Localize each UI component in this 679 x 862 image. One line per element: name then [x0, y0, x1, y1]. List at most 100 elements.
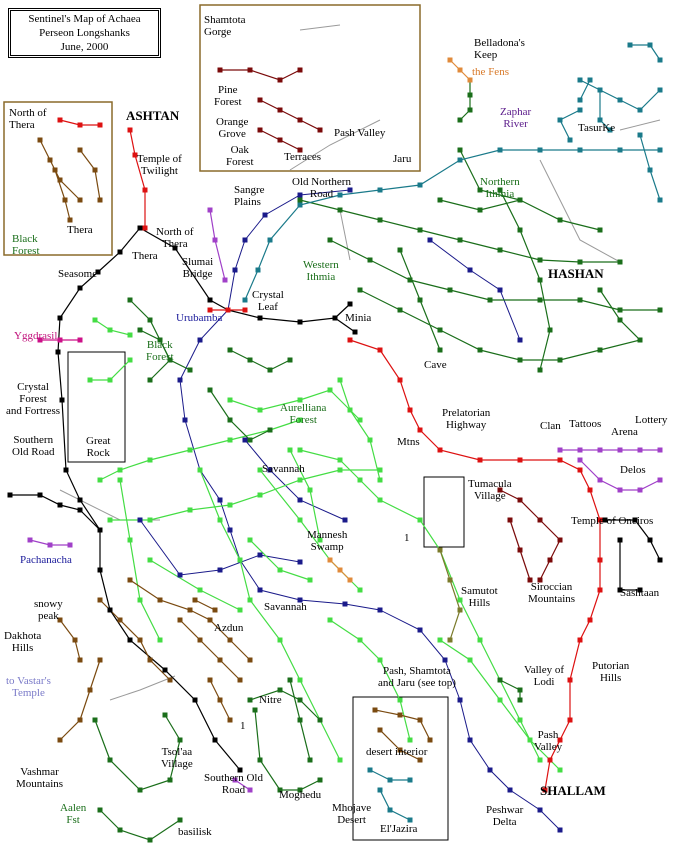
room-node: [557, 737, 563, 743]
room-node: [617, 259, 623, 265]
room-node: [477, 457, 483, 463]
label-desert-interior: desert interior: [366, 746, 428, 758]
room-node: [457, 157, 463, 163]
room-node: [237, 557, 243, 563]
room-node: [137, 225, 143, 231]
room-node: [217, 497, 223, 503]
room-node: [167, 357, 173, 363]
room-node: [57, 177, 63, 183]
room-node: [142, 225, 148, 231]
room-node: [117, 617, 123, 623]
room-node: [87, 377, 93, 383]
room-node: [242, 237, 248, 243]
room-node: [517, 457, 523, 463]
label-pash-valley: Pash Valley: [534, 729, 563, 753]
room-node: [657, 307, 663, 313]
room-node: [297, 717, 303, 723]
room-node: [297, 497, 303, 503]
room-node: [337, 207, 343, 213]
room-node: [117, 477, 123, 483]
room-node: [377, 607, 383, 613]
room-node: [147, 317, 153, 323]
room-node: [162, 712, 168, 718]
room-node: [177, 617, 183, 623]
room-node: [347, 577, 353, 583]
label-peshwar-delta: Peshwar Delta: [486, 804, 524, 828]
room-node: [377, 787, 383, 793]
room-node: [617, 587, 623, 593]
label-old-northern-road: Old Northern Road: [292, 176, 351, 200]
map-title-block: Sentinel's Map of Achaea Perseon Longsha…: [8, 8, 161, 58]
room-node: [127, 577, 133, 583]
room-node: [367, 437, 373, 443]
room-node: [342, 517, 348, 523]
label-clan: Clan: [540, 420, 561, 432]
room-node: [92, 317, 98, 323]
label-southern-old-road: Southern Old Road: [12, 434, 55, 458]
room-node: [567, 717, 573, 723]
room-node: [417, 757, 423, 763]
room-node: [537, 147, 543, 153]
room-node: [192, 697, 198, 703]
room-node: [337, 467, 343, 473]
room-node: [97, 567, 103, 573]
room-node: [617, 317, 623, 323]
room-node: [557, 827, 563, 833]
room-node: [37, 137, 43, 143]
inset-frame-shamtota: [199, 4, 421, 172]
room-node: [207, 307, 213, 313]
label-prelatorian-highway: Prelatorian Highway: [442, 407, 491, 431]
room-node: [237, 677, 243, 683]
room-node: [527, 737, 533, 743]
room-node: [407, 737, 413, 743]
room-node: [47, 157, 53, 163]
room-node: [517, 547, 523, 553]
label-belladonas-keep: Belladona's Keep: [474, 37, 525, 61]
room-node: [257, 127, 263, 133]
room-node: [297, 417, 303, 423]
room-node: [107, 377, 113, 383]
room-node: [227, 717, 233, 723]
label-crystal-leaf: Crystal Leaf: [252, 289, 284, 313]
room-node: [437, 637, 443, 643]
room-node: [287, 357, 293, 363]
label-black-forest: Black Forest: [146, 339, 174, 363]
room-node: [157, 337, 163, 343]
room-node: [187, 447, 193, 453]
room-node: [317, 777, 323, 783]
room-node: [437, 547, 443, 553]
room-node: [417, 627, 423, 633]
room-node: [107, 517, 113, 523]
room-node: [517, 227, 523, 233]
room-node: [67, 217, 73, 223]
room-node: [517, 717, 523, 723]
room-node: [332, 315, 338, 321]
room-node: [377, 467, 383, 473]
room-node: [407, 277, 413, 283]
room-node: [457, 697, 463, 703]
room-node: [227, 347, 233, 353]
room-node: [297, 192, 303, 198]
room-node: [137, 637, 143, 643]
room-node: [162, 667, 168, 673]
room-node: [577, 259, 583, 265]
map-author: Perseon Longshanks: [39, 27, 130, 39]
room-node: [647, 167, 653, 173]
room-node: [342, 601, 348, 607]
room-node: [127, 637, 133, 643]
room-node: [617, 307, 623, 313]
room-node: [437, 197, 443, 203]
room-node: [352, 329, 358, 335]
room-node: [257, 407, 263, 413]
room-node: [207, 207, 213, 213]
room-node: [337, 192, 343, 198]
room-node: [237, 767, 243, 773]
room-node: [637, 447, 643, 453]
room-node: [167, 677, 173, 683]
room-node: [147, 657, 153, 663]
room-node: [577, 297, 583, 303]
room-node: [457, 67, 463, 73]
black-route: [10, 227, 661, 771]
room-node: [497, 697, 503, 703]
